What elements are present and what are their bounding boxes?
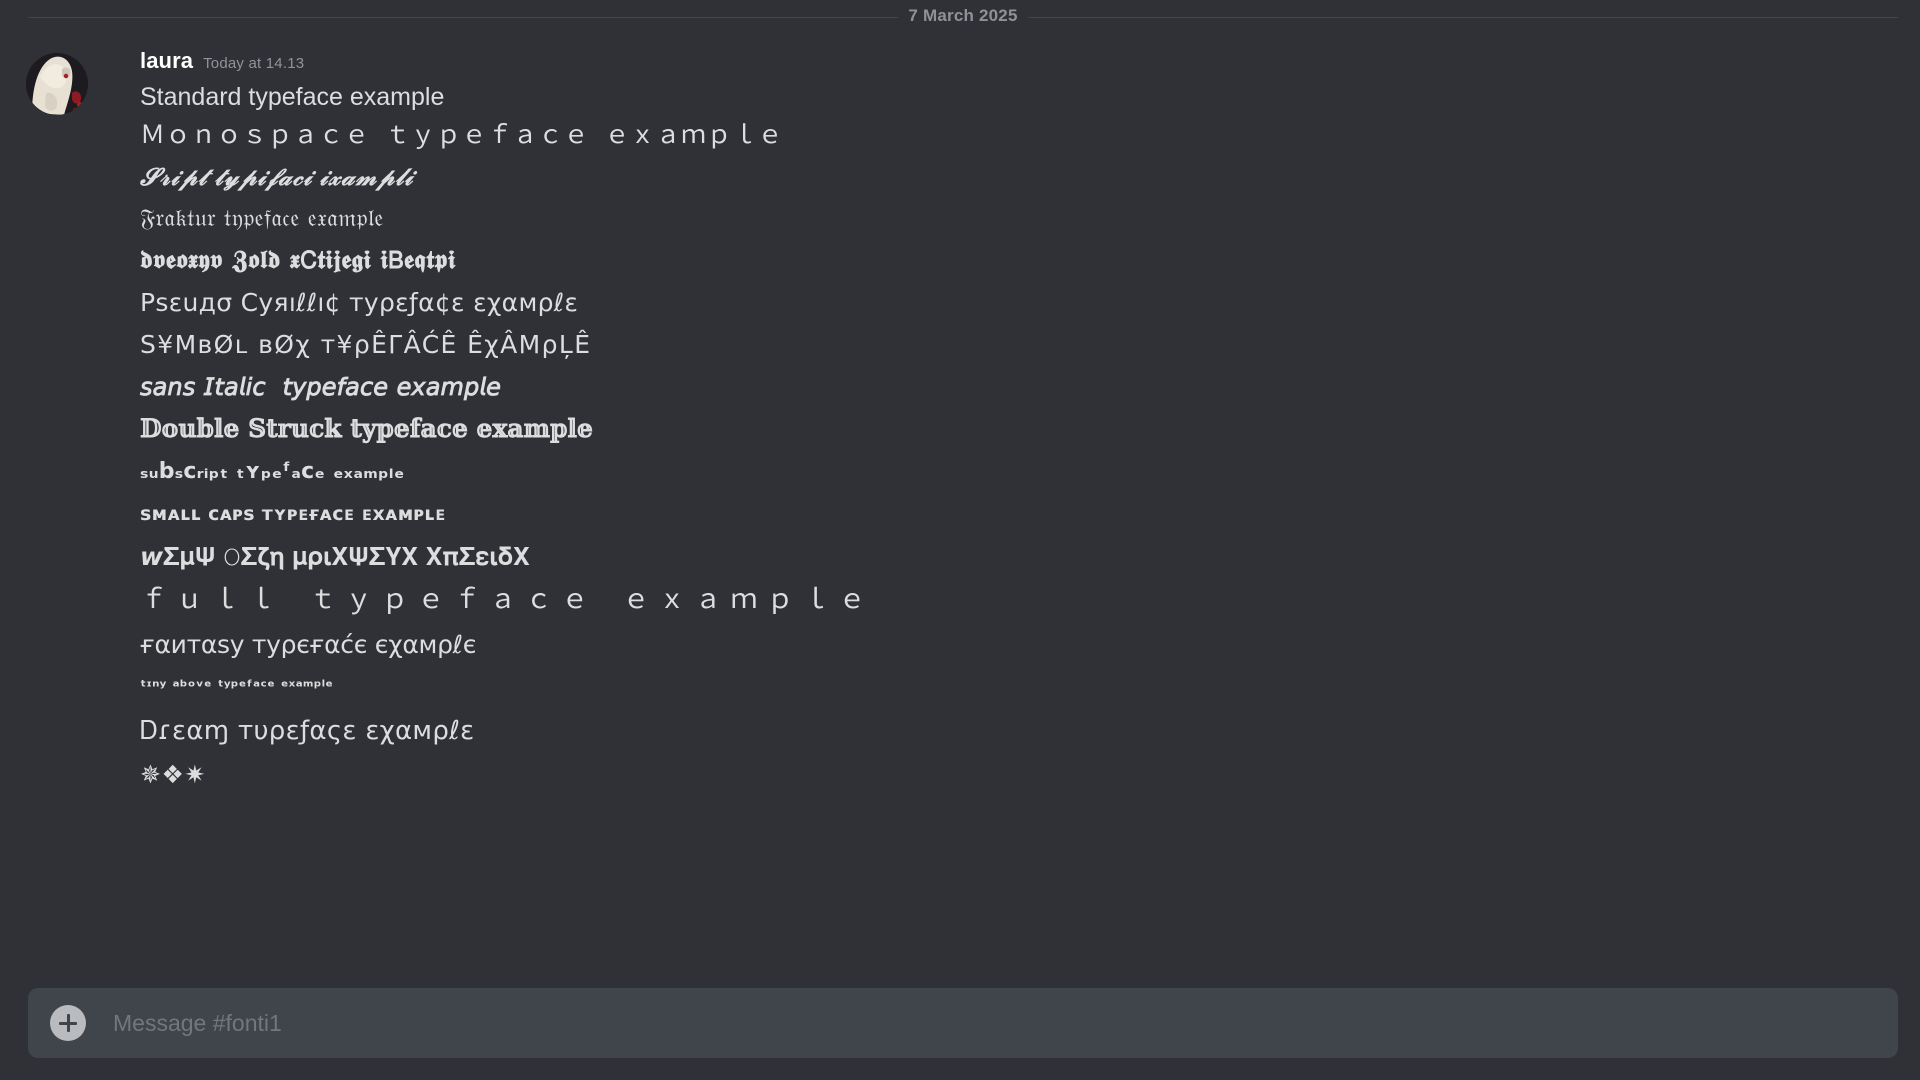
message-author[interactable]: laura	[140, 48, 194, 73]
message-line-fullwidth: ｆｕｌｌ ｔｙｐｅｆａｃｅ ｅｘａｍｐｌｅ	[140, 584, 875, 615]
message-line-dream: Ꭰɾεαɱ тυρεƒαςε εχαмρℓε	[140, 716, 475, 746]
date-divider-rule-right	[1027, 16, 1899, 18]
message-line-fraktur: 𝔉𝔯𝔞𝔨𝔱𝔲𝔯 𝔱𝔶𝔭𝔢𝔣𝔞𝔠𝔢 𝔢𝔵𝔞𝔪𝔭𝔩𝔢	[140, 204, 384, 232]
message-line-fraktur-bold: 𝖉𝖛𝖊𝖔𝖝𝖞𝖛 𝖅𝖔𝖑𝖉 𝖝𝖢𝖙𝖎𝖏𝖊𝖌𝖎 𝖎𝖡𝖊𝖖𝖙𝖕𝖎	[140, 245, 456, 274]
message-line-standard: Standard typeface example	[140, 83, 445, 111]
avatar-image	[26, 53, 88, 115]
message-content: Standard typeface example Ｍｏｎｏｓｐａｃｅ ｔｙｐｅ…	[140, 78, 1880, 797]
message-line-sans-italic: 𝘴𝘢𝘯𝘴 𝘐𝘵𝘢𝘭𝘪𝘤 𝘵𝘺𝘱𝘦𝘧𝘢𝘤𝘦 𝘦𝘹𝘢𝘮𝘱𝘭𝘦	[140, 373, 501, 401]
message-line-monospace: Ｍｏｎｏｓｐａｃｅ ｔｙｐｅｆａｃｅ ｅｘａｍｐｌｅ	[140, 122, 784, 151]
message-line-small-caps: sᴍᴀʟʟ ᴄᴀᴘs ᴛʏᴘᴇғᴀᴄᴇ ᴇхᴀᴍᴘʟᴇ	[140, 503, 446, 525]
date-divider-rule-left	[28, 16, 899, 18]
message-line-pseudo-cyrillic: Pѕεuдσ Cуяıℓℓı¢ туρεƒα¢ε εχαмρℓε	[140, 288, 579, 317]
message-line-symbols: ✵❖✷	[140, 760, 206, 789]
avatar[interactable]	[26, 53, 88, 115]
plus-circle-icon[interactable]	[50, 1005, 86, 1041]
message-header: laura Today at 14.13	[140, 48, 1880, 76]
message-body: laura Today at 14.13 Standard typeface e…	[140, 48, 1880, 797]
message-line-math-sans: 𝙬𝚺𝛍𝚿 𝙾𝚺𝛇𝛈 𝛍𝛒𝛊𝚾𝚿𝚺𝚼𝚾 𝚾𝛑𝚺𝛆𝛊𝛅𝚾	[140, 542, 530, 571]
message-line-symbol-box: Ѕ¥ΜвØʟ вØχ т¥ρÊΓÂĆÊ ÊχÂΜρĻÊ	[140, 330, 592, 359]
message-line-double-struck: 𝔻𝕠𝕦𝕓𝕝𝕖 𝕊𝕥𝕣𝕦𝕔𝕜 𝕥𝕪𝕡𝕖𝕗𝕒𝕔𝕖 𝕖𝕩𝕒𝕞𝕡𝕝𝕖	[140, 414, 593, 443]
message-line-tiny-above: ᵗᶦⁿʸ ᵃᵇᵒᵛᵉ ᵗʸᵖᵉᶠᵃᶜᵉ ᵉˣᵃᵐᵖˡᵉ	[140, 677, 334, 696]
message-input[interactable]	[111, 1002, 1876, 1044]
message-line-fantasy: ғαитαѕу туρєғαćє єχαмρℓє	[140, 630, 477, 659]
date-divider-label: 7 March 2025	[908, 6, 1018, 25]
message-line-subscript: ₛᵤbₛᴄᵣᵢₚₜ ₜʏₚₑᶠₐᴄₑ ₑₓₐₘₚₗₑ	[140, 459, 405, 484]
message-line-script: 𝓢𝓇𝒾𝓅𝓉 𝓉𝓎𝓅𝒾𝒻𝒶𝒸𝒾 𝒾𝓍𝒶𝓂𝓅𝓁𝒾	[140, 165, 414, 191]
message-timestamp: Today at 14.13	[203, 55, 305, 72]
date-divider: 7 March 2025	[28, 6, 1899, 26]
message-composer[interactable]	[28, 988, 1898, 1058]
